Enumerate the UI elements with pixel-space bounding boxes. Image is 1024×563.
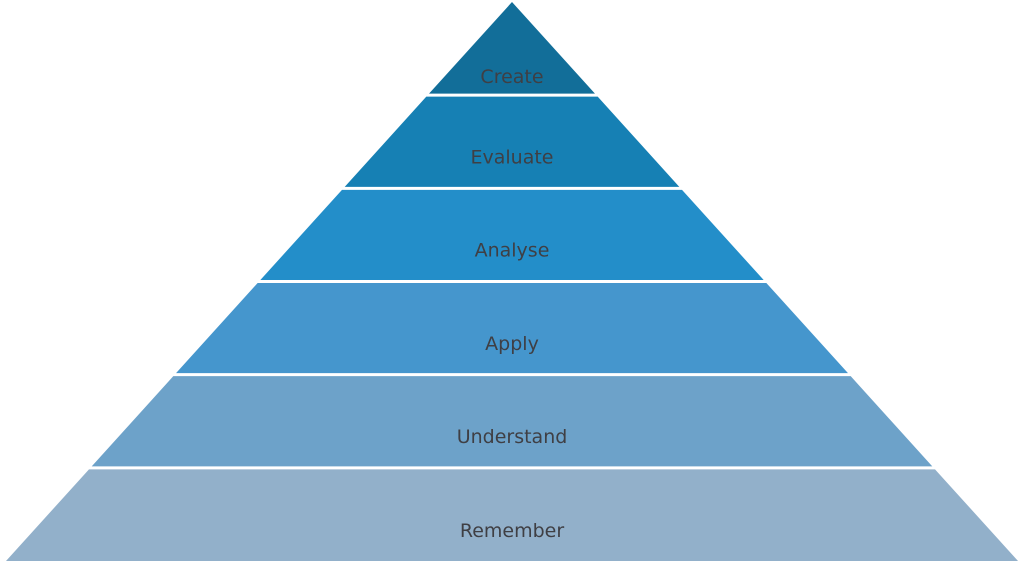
tier-label-apply: Apply (485, 333, 539, 355)
pyramid-tier-apply (176, 283, 848, 374)
tier-label-analyse: Analyse (475, 240, 550, 262)
tier-label-remember: Remember (460, 520, 564, 542)
tier-label-evaluate: Evaluate (471, 146, 554, 168)
pyramid-tier-remember (6, 469, 1018, 561)
pyramid-tier-understand (91, 376, 933, 467)
pyramid-tier-evaluate (344, 96, 680, 187)
pyramid-tier-analyse (260, 189, 764, 280)
tier-label-understand: Understand (457, 426, 568, 448)
pyramid-tier-create (429, 2, 595, 94)
tier-label-create: Create (480, 66, 543, 88)
